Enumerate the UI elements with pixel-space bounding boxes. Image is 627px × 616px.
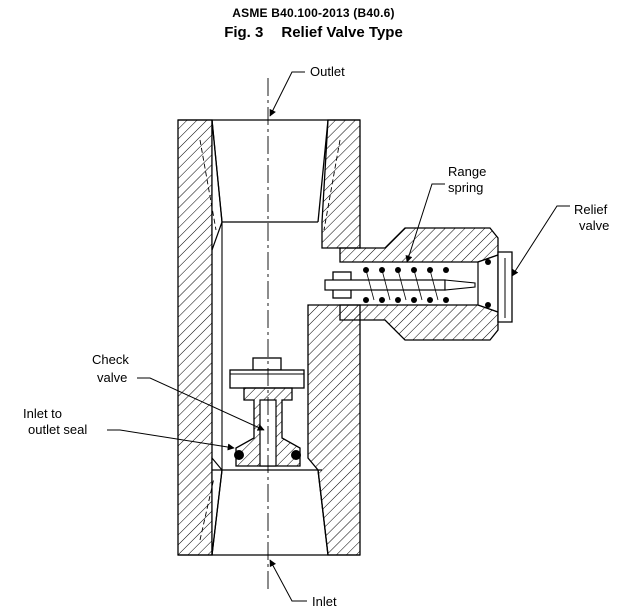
inlet-label: Inlet (312, 594, 337, 609)
inlet-leader (269, 559, 307, 602)
body-right-wall-lower (307, 304, 361, 556)
relief-housing-upper (339, 227, 499, 263)
outlet-bore-right-edge (317, 119, 329, 223)
plunger-taper (444, 279, 476, 291)
inlet-bore-left-edge (211, 469, 223, 556)
inlet-bore-right-edge (317, 469, 329, 556)
relief-housing-lower (339, 304, 499, 341)
range-spring-label-2: spring (448, 180, 483, 195)
outlet-bore-left-edge (211, 119, 223, 223)
range-spring-leader (405, 183, 445, 263)
relief-seal-lower (485, 302, 491, 308)
range-spring-label-1: Range (448, 164, 486, 179)
relief-valve-label-1: Relief (574, 202, 608, 217)
relief-valve-leader (511, 205, 570, 277)
figure-caption: Fig. 3 Relief Valve Type (0, 24, 627, 41)
outlet-label: Outlet (310, 64, 345, 79)
inlet-seal-o-ring-right (291, 450, 301, 460)
hidden-line-right (323, 139, 341, 231)
check-valve-label-1: Check (92, 352, 129, 367)
check-valve-cap (252, 357, 282, 371)
outlet-leader (269, 71, 305, 117)
relief-valve-label-2: valve (579, 218, 609, 233)
inlet-seal-o-ring-left (234, 450, 244, 460)
check-valve-disc (229, 369, 305, 389)
range-spring-lines (365, 269, 439, 301)
check-valve-label-2: valve (97, 370, 127, 385)
hidden-line-left-low (199, 477, 215, 541)
body-left-wall (177, 119, 213, 556)
check-valve-leader (137, 377, 265, 431)
inlet-seal-leader (107, 429, 235, 451)
inlet-seal-label-2: outlet seal (28, 422, 87, 437)
inlet-seal-label-1: Inlet to (23, 406, 62, 421)
figure-title: Relief Valve Type (281, 24, 403, 41)
hidden-line-left (199, 139, 217, 231)
standard-reference: ASME B40.100-2013 (B40.6) (232, 6, 395, 20)
relief-seal-upper (485, 259, 491, 265)
body-right-wall-upper (321, 119, 361, 249)
figure-number: Fig. 3 (224, 24, 264, 41)
